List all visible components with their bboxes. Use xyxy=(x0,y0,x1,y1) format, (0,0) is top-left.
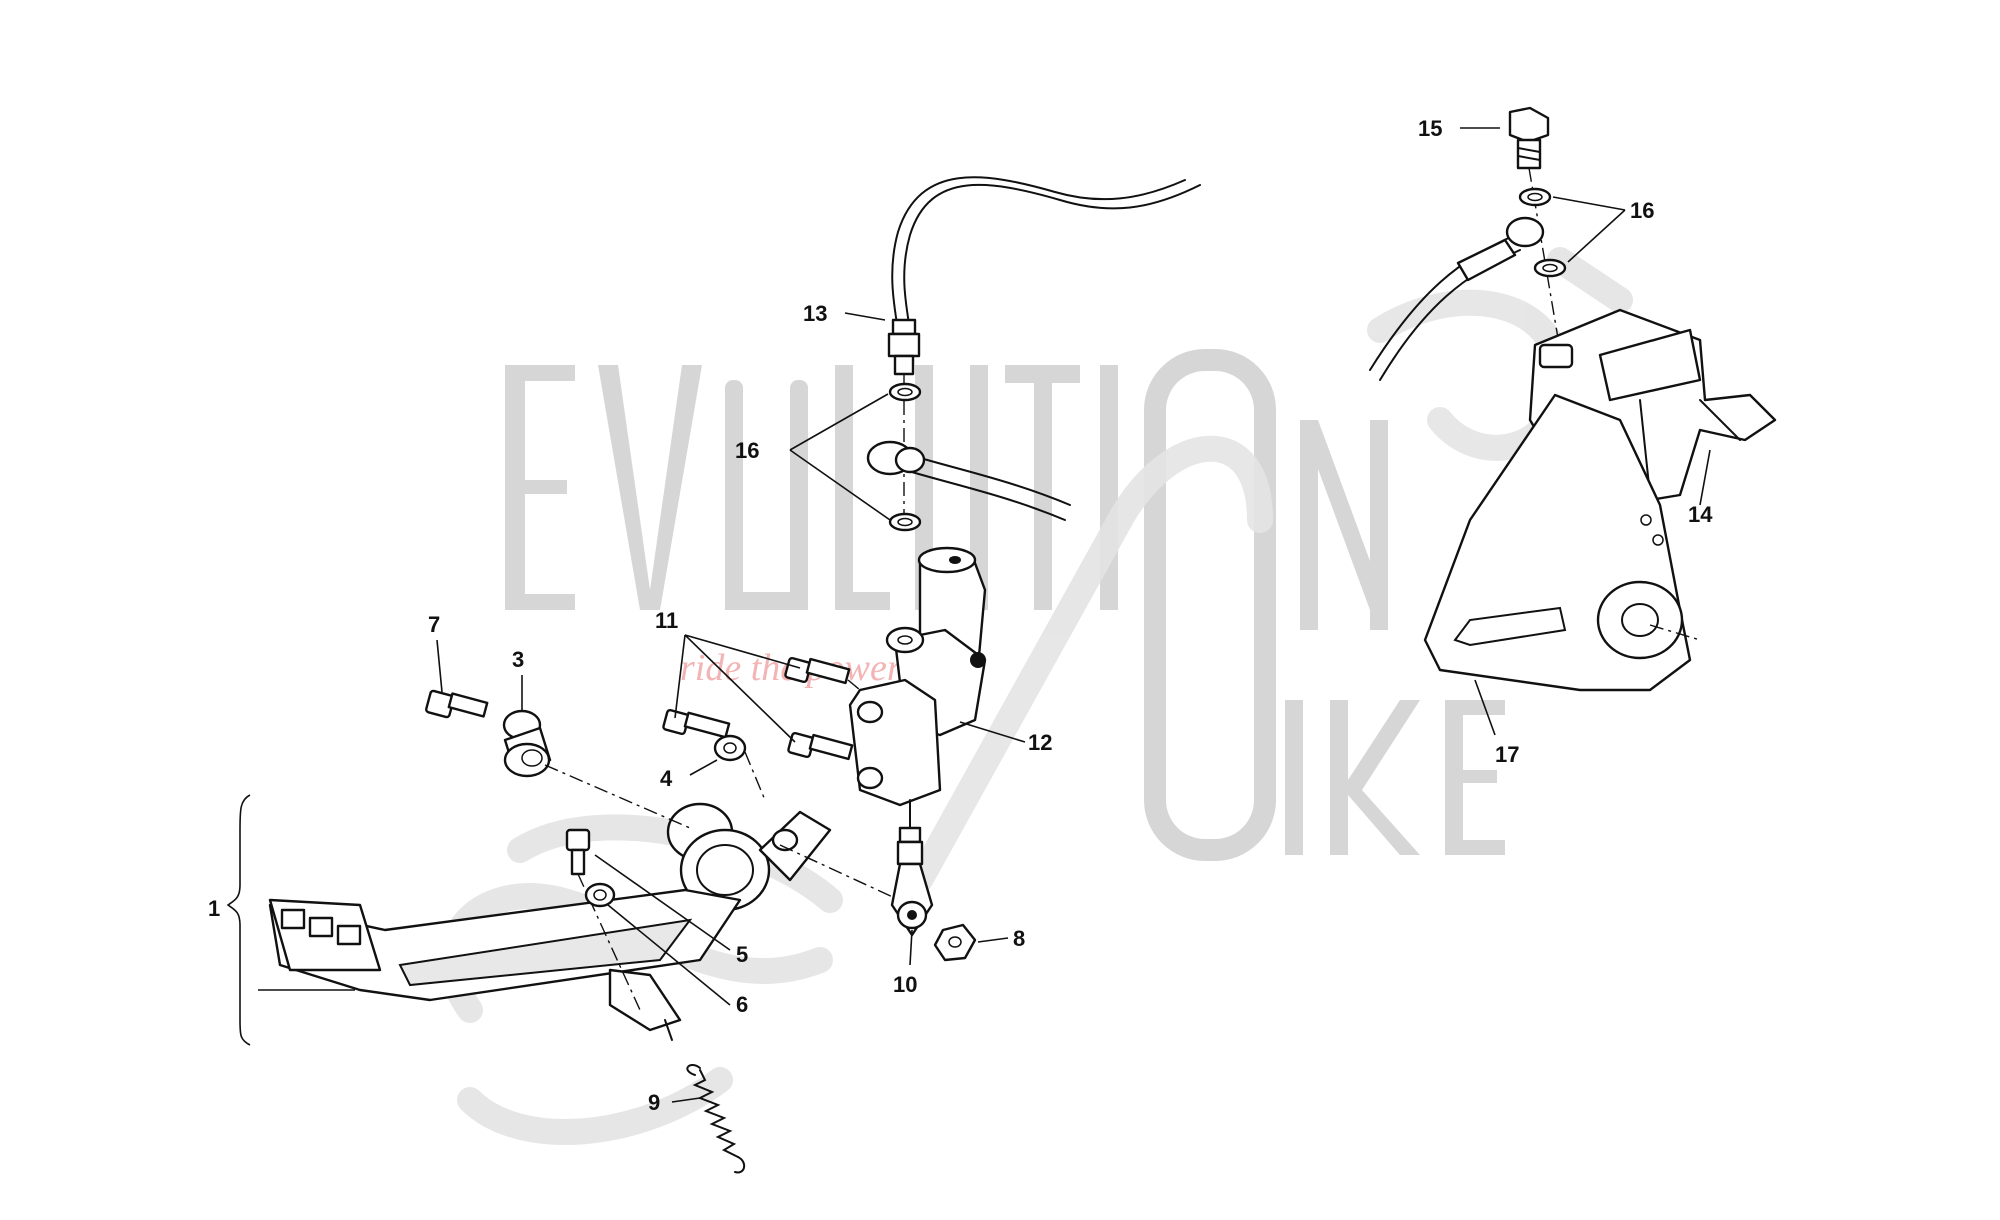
callout-12: 12 xyxy=(1028,730,1052,755)
part-16-copper-washers-left xyxy=(888,382,922,532)
callout-10: 10 xyxy=(893,972,917,997)
leader-lines xyxy=(226,127,1711,1103)
callout-15: 15 xyxy=(1418,116,1442,141)
callout-11: 11 xyxy=(655,608,678,633)
bolt-11-top xyxy=(784,656,861,691)
part-10-clevis xyxy=(890,840,934,937)
part-16-copper-washers-right xyxy=(1518,187,1567,278)
callout-8: 8 xyxy=(1013,926,1025,951)
part-7-pivot-bolt xyxy=(425,689,489,719)
part-9-return-spring xyxy=(686,1064,746,1174)
callout-17: 17 xyxy=(1495,742,1519,767)
callout-4: 4 xyxy=(660,766,673,791)
callout-13: 13 xyxy=(803,301,827,326)
callout-6: 6 xyxy=(736,992,748,1017)
callout-16-left: 16 xyxy=(735,438,759,463)
part-13-hose-fitting xyxy=(887,318,921,520)
bolt-11-bottom xyxy=(787,731,854,761)
callout-5: 5 xyxy=(736,942,748,967)
callout-16-right: 16 xyxy=(1630,198,1654,223)
part-4-washer xyxy=(713,734,747,762)
banjo-hose-master xyxy=(866,440,1071,521)
callout-1: 1 xyxy=(208,896,220,921)
callout-9: 9 xyxy=(648,1090,660,1115)
brake-hose-upper xyxy=(891,176,1201,331)
bolt-11-middle xyxy=(662,708,731,739)
part-17-caliper-bracket xyxy=(1423,393,1701,692)
callouts: 1 3 4 5 6 7 8 9 10 11 12 13 14 15 16 16 … xyxy=(208,116,1713,1115)
part-15-banjo-bolt xyxy=(1508,106,1561,351)
part-3-bushing xyxy=(502,709,552,778)
part-12-master-cylinder xyxy=(848,546,987,844)
part-6-lever-nut xyxy=(584,882,616,908)
callout-7: 7 xyxy=(428,612,440,637)
brake-hose-rear xyxy=(1369,216,1545,381)
callout-14: 14 xyxy=(1688,502,1713,527)
part-11-bolts xyxy=(662,656,861,761)
part-5-lever-bolt xyxy=(565,828,641,1011)
part-8-nut xyxy=(933,923,977,962)
callout-3: 3 xyxy=(512,647,524,672)
assembly-axes xyxy=(544,751,911,906)
